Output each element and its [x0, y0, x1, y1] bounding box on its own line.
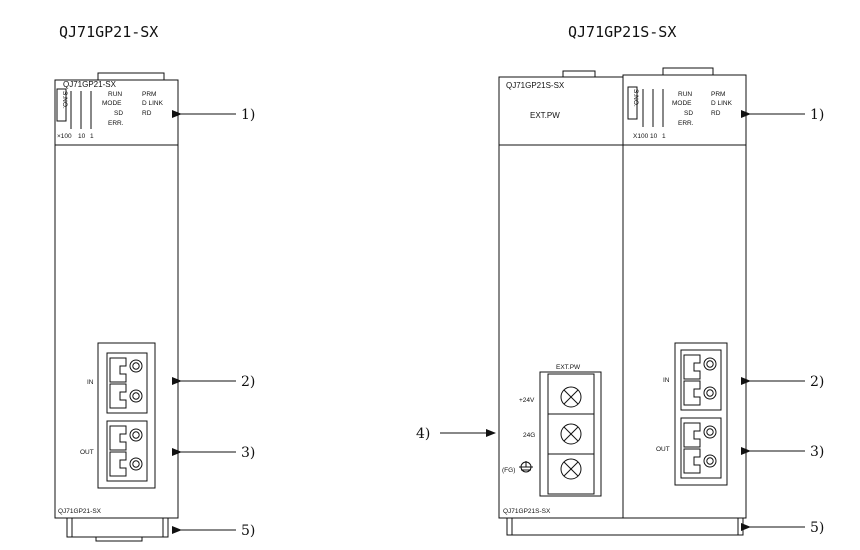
right-connector-frame	[674, 342, 728, 486]
right-module: QJ71GP21S-SX EXT.PW EXT.PW +24V 24G (FG)	[498, 67, 747, 536]
left-led-rd: RD	[142, 110, 152, 117]
callout-label-2-left: 2)	[241, 374, 255, 390]
left-led-mode: MODE	[102, 100, 122, 107]
right-led-run: RUN	[678, 91, 692, 98]
left-led-run: RUN	[108, 91, 122, 98]
callout-label-3-right: 3)	[810, 444, 824, 460]
right-module-title: QJ71GP21S-SX	[568, 23, 676, 41]
right-led-prm: PRM	[711, 91, 725, 98]
callout-label-1-left: 1)	[241, 107, 255, 123]
left-model-label: QJ71GP21-SX	[63, 80, 117, 89]
right-led-mode: MODE	[672, 100, 692, 107]
terminal-screw-24v	[560, 386, 582, 408]
left-bottom-latch	[66, 517, 169, 538]
terminal-label-24v: +24V	[519, 397, 535, 404]
left-module: QJ71GP21-SX S.NO. ×100 10 1 RUN MODE SD …	[54, 72, 179, 542]
left-switch-label-10: 10	[78, 133, 86, 140]
right-terminal-block	[539, 371, 602, 497]
right-in-connector	[680, 349, 722, 411]
left-out-connector	[106, 420, 148, 482]
right-switch-label-10: 10	[650, 133, 658, 140]
left-bottom-model: QJ71GP21-SX	[58, 508, 102, 515]
left-serial-label: S.NO.	[61, 91, 68, 109]
left-in-label: IN	[87, 379, 94, 386]
callout-label-3-left: 3)	[241, 445, 255, 461]
callout-label-5-right: 5)	[810, 520, 824, 536]
terminal-label-fg: (FG)	[502, 467, 515, 474]
terminal-screw-24g	[560, 423, 582, 445]
ground-icon	[519, 461, 533, 473]
callout-label-1-right: 1)	[810, 107, 824, 123]
right-terminal-inner	[547, 373, 595, 495]
left-module-body	[54, 79, 179, 519]
right-in-label: IN	[663, 377, 670, 384]
right-ext-pw-label: EXT.PW	[530, 111, 560, 120]
callout-label-5-left: 5)	[241, 523, 255, 539]
left-led-sd: SD	[114, 110, 123, 117]
right-ext-pw-block-label: EXT.PW	[556, 364, 581, 371]
right-serial-box	[627, 86, 638, 120]
terminal-label-24g: 24G	[523, 432, 535, 439]
right-switch-label-1: 1	[662, 133, 666, 140]
left-serial-box	[56, 88, 67, 122]
terminal-screw-fg	[560, 458, 582, 480]
right-led-dlink: D LINK	[711, 100, 733, 107]
left-connector-frame	[97, 342, 156, 489]
right-power-unit-body	[498, 76, 624, 519]
left-switch-label-1: 1	[90, 133, 94, 140]
left-module-title: QJ71GP21-SX	[59, 23, 158, 41]
right-out-connector	[680, 417, 722, 479]
right-power-model: QJ71GP21S-SX	[506, 81, 565, 90]
right-led-rd: RD	[711, 110, 721, 117]
right-out-label: OUT	[656, 446, 670, 453]
left-led-err: ERR.	[108, 120, 124, 127]
right-switch-label-100: X100	[633, 133, 649, 140]
right-bottom-model: QJ71GP21S-SX	[503, 508, 551, 515]
right-led-err: ERR.	[678, 120, 694, 127]
callout-label-4: 4)	[416, 426, 430, 442]
left-latch-foot	[95, 536, 143, 542]
left-in-connector	[106, 352, 148, 414]
right-serial-label: S.NO.	[632, 89, 639, 107]
left-out-label: OUT	[80, 449, 94, 456]
left-led-dlink: D LINK	[142, 100, 164, 107]
right-bottom-latch	[506, 517, 744, 536]
left-switch-label-100: ×100	[57, 133, 72, 140]
left-led-prm: PRM	[142, 91, 156, 98]
right-led-sd: SD	[684, 110, 693, 117]
callout-label-2-right: 2)	[810, 374, 824, 390]
